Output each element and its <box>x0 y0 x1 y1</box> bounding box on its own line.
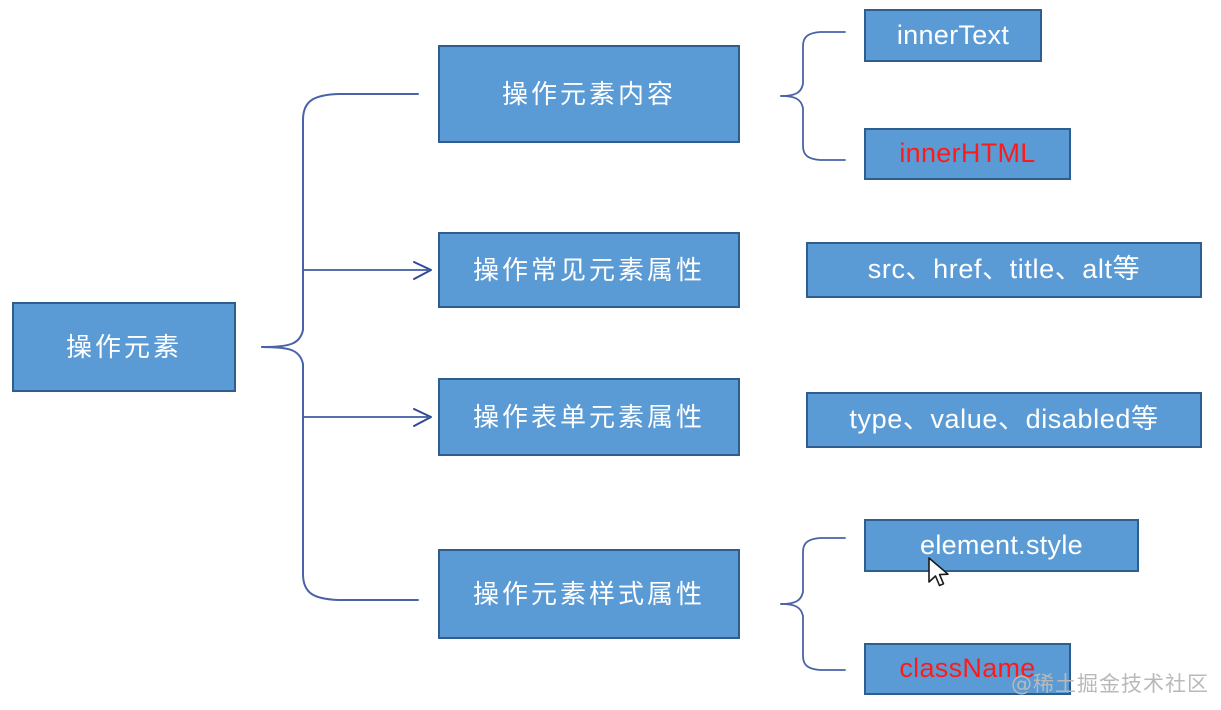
node-root[interactable]: 操作元素 <box>12 302 236 392</box>
branch-1-brace-upper <box>780 31 846 97</box>
watermark-label: @稀土掘金技术社区 <box>1011 672 1209 696</box>
node-leaf-form-attribute-list[interactable]: type、value、disabled等 <box>806 392 1202 448</box>
branch-1-brace-lower <box>780 95 846 161</box>
node-branch-form-attributes[interactable]: 操作表单元素属性 <box>438 378 740 456</box>
node-branch-style-attributes[interactable]: 操作元素样式属性 <box>438 549 740 639</box>
node-leaf-innerhtml[interactable]: innerHTML <box>864 128 1071 180</box>
node-branch-element-content[interactable]: 操作元素内容 <box>438 45 740 143</box>
branch-4-brace-upper <box>780 537 846 605</box>
root-brace-lower <box>261 346 419 601</box>
node-leaf-innertext[interactable]: innerText <box>864 9 1042 62</box>
branch-4-brace-lower <box>780 603 846 671</box>
root-brace-upper <box>261 93 419 348</box>
node-leaf-element-style[interactable]: element.style <box>864 519 1139 572</box>
node-leaf-common-attribute-list[interactable]: src、href、title、alt等 <box>806 242 1202 298</box>
node-leaf-classname[interactable]: className <box>864 643 1071 695</box>
node-branch-common-attributes[interactable]: 操作常见元素属性 <box>438 232 740 308</box>
arrow-head-branch-3 <box>413 408 432 427</box>
arrow-head-branch-2 <box>413 261 432 280</box>
